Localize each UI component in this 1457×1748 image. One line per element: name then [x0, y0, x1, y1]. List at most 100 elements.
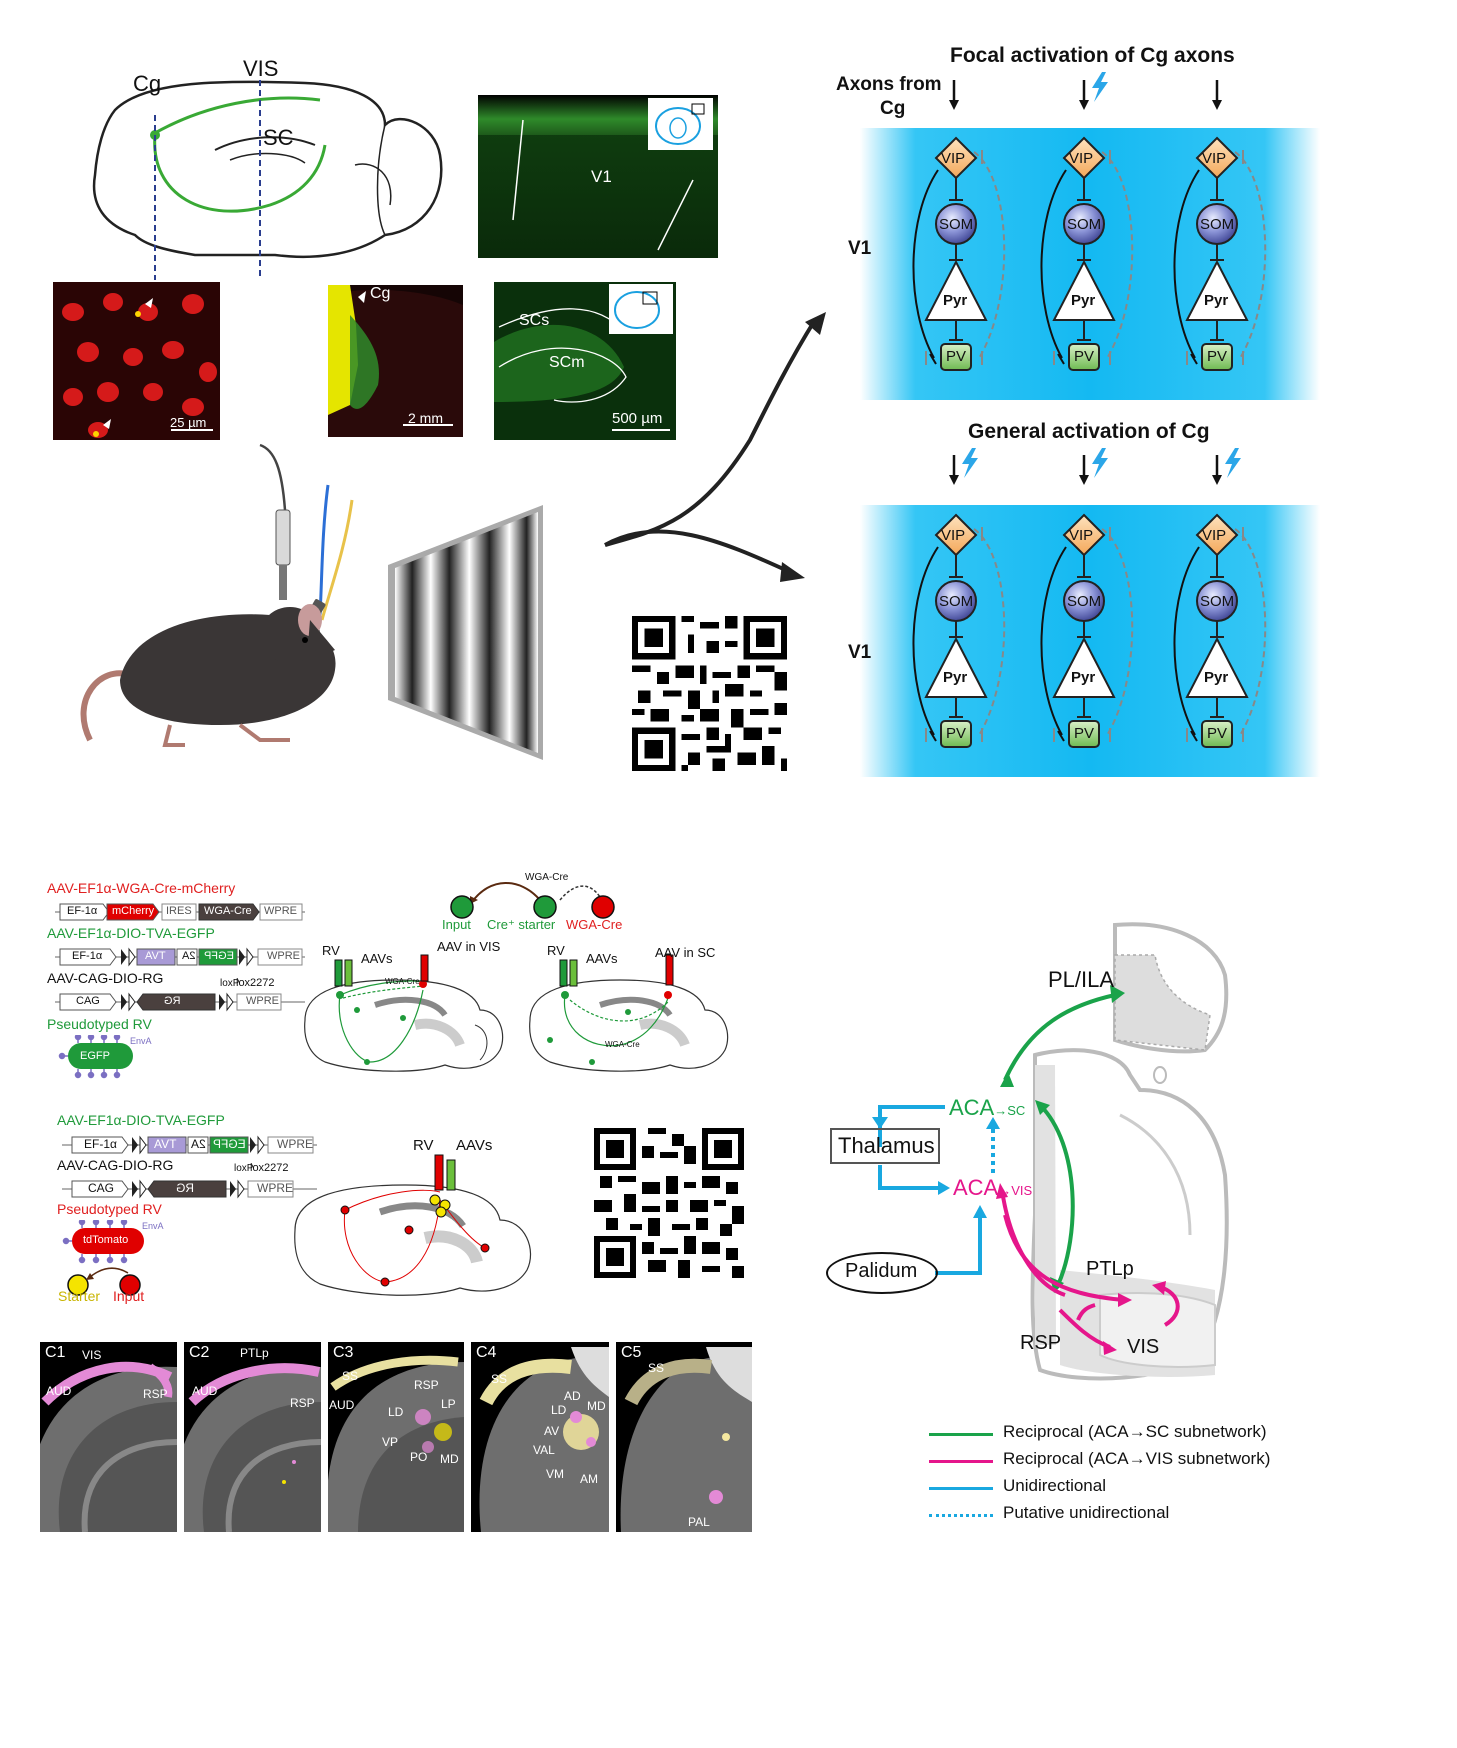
section-c3-ss: SS [342, 1369, 359, 1383]
part-wpre: WPRE [277, 1137, 313, 1151]
construct-b1-name: AAV-EF1α-DIO-TVA-EGFP [57, 1112, 225, 1128]
legend-label-magenta: Reciprocal (ACA→VIS subnetwork) [1003, 1449, 1271, 1468]
axons-label-1: Axons from [836, 74, 942, 95]
section-c4-ad: AD [564, 1389, 581, 1403]
starter-input-scheme [67, 1267, 141, 1296]
part-2a: 2A [182, 950, 196, 962]
section-c3-rsp: RSP [414, 1378, 439, 1392]
legend-line-green [929, 1433, 993, 1436]
lox2272-label: lox2272 [250, 1162, 289, 1174]
brain-sc-aavs: AAVs [586, 951, 618, 966]
section-c5: C5 SS PAL [616, 1342, 752, 1532]
node-pv: PV [1074, 725, 1095, 742]
qr-code-top[interactable] [632, 616, 787, 771]
node-pyr: Pyr [943, 292, 968, 309]
construct-b3-name: Pseudotyped RV [57, 1201, 162, 1217]
node-vip: VIP [941, 150, 966, 167]
part-wgacre: WGA-Cre [204, 905, 252, 917]
section-c4-ld: LD [551, 1403, 567, 1417]
brain-label-sc: SC [263, 125, 294, 150]
brain-vis-wga: WGA-Cre [385, 977, 420, 986]
wga-wga: WGA-Cre [566, 917, 623, 932]
loxp-label: loxP [234, 1163, 254, 1174]
brain-sc-scheme [529, 954, 729, 1072]
section-c4-md: MD [587, 1399, 606, 1413]
brain-red-aavs: AAVs [456, 1137, 493, 1154]
general-title: General activation of Cg [968, 420, 1210, 443]
part-mcherry: mCherry [112, 905, 155, 917]
section-c1-vis: VIS [82, 1348, 102, 1362]
construct-a4-name: Pseudotyped RV [47, 1016, 152, 1032]
part-wpre: WPRE [267, 950, 300, 962]
micro-sc-scale: 500 µm [612, 410, 663, 427]
grating-screen [383, 500, 553, 765]
part-cag: CAG [88, 1181, 115, 1195]
section-c3-md: MD [440, 1452, 459, 1466]
legend-label-blue: Unidirectional [1003, 1476, 1106, 1495]
network-aca-vis: ACA→VIS [953, 1175, 1033, 1200]
micro-sc-scs: SCs [519, 312, 550, 329]
legend-label-green: Reciprocal (ACA→SC subnetwork) [1003, 1422, 1267, 1441]
micrograph-v1: V1 [478, 95, 718, 258]
construct-a2 [55, 947, 305, 967]
wga-scheme-label: WGA-Cre [525, 872, 569, 883]
general-region-v1: V1 [848, 642, 872, 663]
section-c3-aud: AUD [329, 1398, 355, 1412]
node-som: SOM [1200, 216, 1235, 233]
micro-sc-scm: SCm [549, 354, 585, 371]
section-c3: C3 SS RSP AUD LD LP VP PO MD [328, 1342, 464, 1532]
part-wpre: WPRE [257, 1181, 293, 1195]
node-som: SOM [939, 216, 974, 233]
section-c1-aud: AUD [46, 1384, 72, 1398]
section-c3-lp: LP [441, 1397, 456, 1411]
micrograph-sc: SCs SCm 500 µm [494, 282, 676, 440]
section-c3-vp: VP [382, 1435, 399, 1449]
input-label: Input [113, 1288, 145, 1304]
construct-b2 [62, 1179, 317, 1199]
part-2a: 2A [191, 1137, 206, 1151]
part-tva: TVA [145, 950, 166, 962]
node-pyr: Pyr [1071, 669, 1096, 686]
brain-sc-rv: RV [547, 943, 565, 958]
node-vip: VIP [1069, 150, 1094, 167]
section-c3-ld: LD [388, 1405, 404, 1419]
legend-line-dotted [929, 1514, 993, 1517]
legend-label-dotted: Putative unidirectional [1003, 1503, 1170, 1522]
section-c4-av: AV [544, 1424, 560, 1438]
construct-a3-name: AAV-CAG-DIO-RG [47, 970, 164, 986]
section-c1: C1 VIS AUD RSP [40, 1342, 177, 1532]
section-c2-id: C2 [189, 1344, 210, 1361]
network-rsp: RSP [1020, 1332, 1062, 1354]
section-c4: C4 SS AD MD LD AV VAL VM AM [471, 1342, 609, 1532]
legend-line-blue [929, 1487, 993, 1490]
micrograph-cells: 25 µm [53, 282, 220, 440]
network-pl-ila: PL/ILA [1048, 967, 1115, 992]
focal-title: Focal activation of Cg axons [950, 44, 1235, 67]
rv-particle-green [58, 1035, 133, 1079]
rv-red-tdtomato: tdTomato [83, 1234, 129, 1246]
qr-code-bottom[interactable] [594, 1128, 744, 1278]
part-ires: IRES [166, 905, 192, 917]
construct-b2-name: AAV-CAG-DIO-RG [57, 1157, 174, 1173]
part-ef1a: EF-1α [84, 1137, 117, 1151]
brain-sc-wga: WGA-Cre [605, 1040, 640, 1049]
part-ef1a: EF-1α [72, 950, 103, 962]
section-c4-id: C4 [476, 1344, 497, 1361]
brain-vis-aavs: AAVs [361, 951, 393, 966]
rv-green-egfp: EGFP [80, 1050, 110, 1062]
part-rg: RG [164, 995, 181, 1007]
node-som: SOM [939, 593, 974, 610]
network-vis: VIS [1127, 1336, 1160, 1358]
brain-vis-aav: AAV in VIS [437, 939, 501, 954]
node-vip: VIP [1202, 527, 1227, 544]
network-palidum: Palidum [845, 1260, 918, 1282]
sagittal-brain-diagram [55, 55, 445, 285]
node-pv: PV [1207, 348, 1228, 365]
node-vip: VIP [1202, 150, 1227, 167]
brain-red-scheme [294, 1154, 532, 1296]
rv-particle-red [62, 1220, 144, 1264]
construct-a1-name: AAV-EF1α-WGA-Cre-mCherry [47, 880, 236, 896]
section-c1-id: C1 [45, 1344, 66, 1361]
part-rg: RG [176, 1181, 194, 1195]
node-pyr: Pyr [1071, 292, 1096, 309]
